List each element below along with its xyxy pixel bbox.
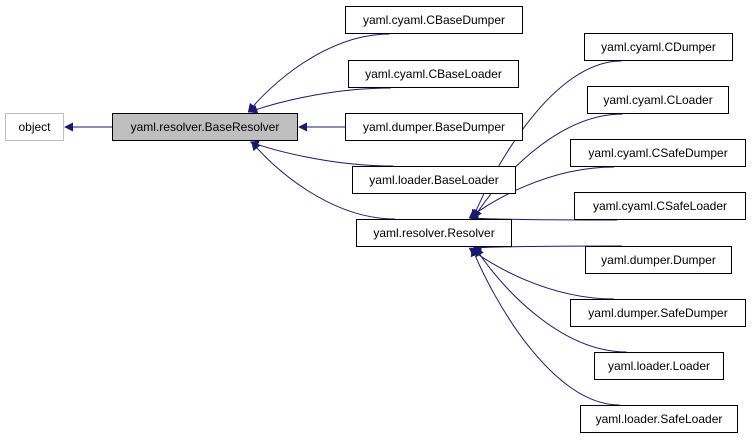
edge-csafedumper-to-resolver bbox=[468, 166, 615, 219]
class-node-baseresolver[interactable]: yaml.resolver.BaseResolver bbox=[112, 113, 298, 141]
class-node-cdumper[interactable]: yaml.cyaml.CDumper bbox=[584, 33, 733, 61]
class-node-baseloader[interactable]: yaml.loader.BaseLoader bbox=[352, 166, 516, 194]
class-node-cbaseloader[interactable]: yaml.cyaml.CBaseLoader bbox=[348, 60, 519, 88]
class-node-dumper[interactable]: yaml.dumper.Dumper bbox=[585, 246, 732, 274]
edge-cbasedumper-to-baseresolver bbox=[247, 33, 390, 113]
edge-cbaseloader-to-baseresolver bbox=[248, 87, 391, 114]
class-node-csafedumper[interactable]: yaml.cyaml.CSafeDumper bbox=[570, 139, 746, 167]
edge-cloader-to-resolver bbox=[473, 113, 623, 219]
class-node-cbasedumper[interactable]: yaml.cyaml.CBaseDumper bbox=[345, 6, 523, 34]
class-node-cloader[interactable]: yaml.cyaml.CLoader bbox=[587, 86, 729, 114]
class-node-resolver[interactable]: yaml.resolver.Resolver bbox=[356, 219, 512, 247]
edge-resolver-to-baseresolver bbox=[251, 141, 396, 220]
class-node-safedumper[interactable]: yaml.dumper.SafeDumper bbox=[570, 299, 746, 327]
edge-loader-to-resolver bbox=[475, 247, 627, 353]
class-node-safeloader[interactable]: yaml.loader.SafeLoader bbox=[580, 405, 738, 433]
edge-baseloader-to-baseresolver bbox=[249, 140, 394, 167]
class-node-csafeloader[interactable]: yaml.cyaml.CSafeLoader bbox=[574, 192, 746, 220]
class-node-loader[interactable]: yaml.loader.Loader bbox=[594, 352, 724, 380]
class-node-basedumper[interactable]: yaml.dumper.BaseDumper bbox=[345, 113, 523, 141]
class-node-object[interactable]: object bbox=[5, 113, 64, 141]
edge-cdumper-to-resolver bbox=[471, 60, 622, 219]
edge-safeloader-to-resolver bbox=[470, 247, 620, 406]
